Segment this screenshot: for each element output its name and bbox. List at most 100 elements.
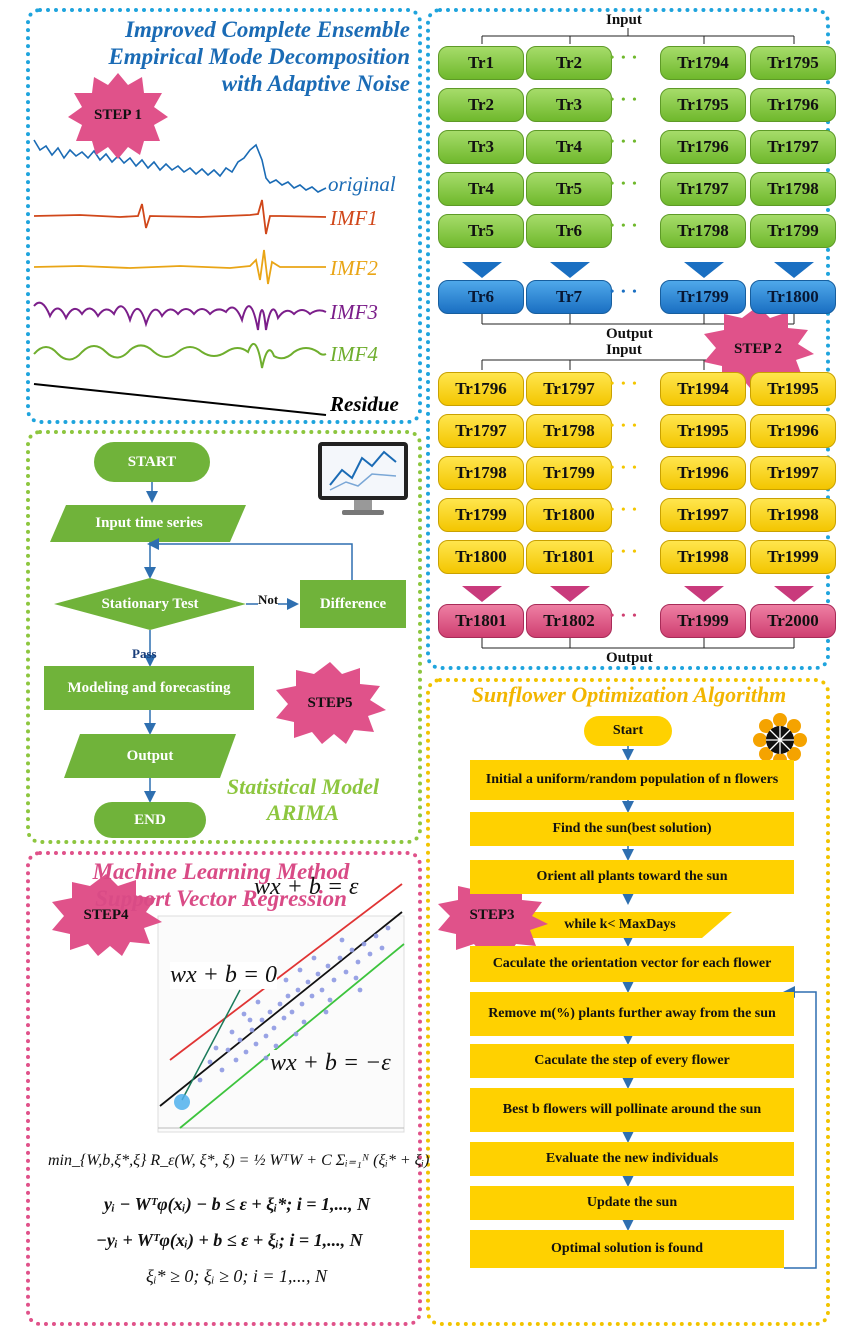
window-cell: Tr1998 — [750, 498, 836, 532]
sfo-step-remove: Remove m(%) plants further away from the… — [470, 992, 794, 1036]
ellipsis-dots: • • • — [610, 376, 639, 390]
window-cell: Tr1995 — [750, 372, 836, 406]
window-cell: Tr1800 — [438, 540, 524, 574]
window-cell: Tr3 — [526, 88, 612, 122]
window-cell: Tr1796 — [438, 372, 524, 406]
formula-constraint2: −yᵢ + Wᵀφ(xᵢ) + b ≤ ε + ξᵢ; i = 1,..., N — [96, 1230, 363, 1250]
window-cell: Tr3 — [438, 130, 524, 164]
sfo-step-find-sun: Find the sun(best solution) — [470, 812, 794, 846]
difference-label: Difference — [319, 595, 387, 612]
window-cell: Tr1799 — [526, 456, 612, 490]
window-cell: Tr1996 — [660, 456, 746, 490]
eq-lower: wx + b = −ε — [270, 1050, 391, 1077]
input-label-top: Input — [606, 12, 642, 28]
window-cell: Tr1799 — [438, 498, 524, 532]
window-cell: Tr1800 — [526, 498, 612, 532]
window-cell: Tr1798 — [526, 414, 612, 448]
output-label: Output — [126, 747, 174, 764]
svr-panel — [26, 851, 422, 1326]
step5-burst — [276, 662, 386, 744]
window-cell: Tr1794 — [660, 46, 746, 80]
formula-objective: min_{W,b,ξ*,ξ} R_ε(W, ξ*, ξ) = ½ WᵀW + C… — [48, 1152, 430, 1169]
residue-signal — [33, 383, 327, 416]
ellipsis-dots: • • • — [610, 544, 639, 558]
svr-title: Machine Learning Method Support Vector R… — [40, 858, 402, 912]
sfo-step-evaluate: Evaluate the new individuals — [470, 1142, 794, 1176]
window-cell: Tr2 — [526, 46, 612, 80]
svr-title-line2: Support Vector Regression — [95, 886, 347, 912]
ellipsis-dots: • • • — [610, 608, 639, 622]
window-cell: Tr1995 — [660, 414, 746, 448]
sunflower-panel — [426, 678, 830, 1326]
window-cell: Tr1798 — [660, 214, 746, 248]
imf4-signal — [33, 342, 327, 369]
iceemdan-title-line3: with Adaptive Noise — [221, 71, 410, 97]
ellipsis-dots: • • • — [610, 502, 639, 516]
window-cell: Tr1796 — [660, 130, 746, 164]
ellipsis-dots: • • • — [610, 92, 639, 106]
step4-label: STEP4 — [83, 906, 129, 923]
step3-label: STEP3 — [469, 906, 515, 923]
sfo-step-orientation-vector: Caculate the orientation vector for each… — [470, 946, 794, 982]
imf1-label: IMF1 — [330, 206, 378, 230]
window-cell: Tr6 — [526, 214, 612, 248]
window-cell: Tr1799 — [750, 214, 836, 248]
stationary-test-diamond — [54, 578, 246, 630]
window-cell: Tr1802 — [526, 604, 612, 638]
formula-constraint1: yᵢ − Wᵀφ(xᵢ) − b ≤ ε + ξᵢ*; i = 1,..., N — [104, 1194, 371, 1214]
monitor-chart-icon — [318, 442, 408, 515]
window-cell: Tr1796 — [750, 88, 836, 122]
lower-margin-line — [179, 943, 405, 1129]
formula-constraint3: ξᵢ* ≥ 0; ξᵢ ≥ 0; i = 1,..., N — [146, 1266, 328, 1286]
ellipsis-dots: • • • — [610, 50, 639, 64]
arima-title: Statistical Model ARIMA — [200, 774, 406, 826]
window-cell: Tr4 — [438, 172, 524, 206]
modeling-box — [44, 666, 254, 710]
ellipsis-dots: • • • — [610, 218, 639, 232]
step4-burst — [52, 874, 162, 956]
arima-title-line1: Statistical Model — [226, 774, 380, 799]
input-time-series-shape — [50, 505, 246, 542]
window-cell: Tr1997 — [750, 456, 836, 490]
pass-label: Pass — [132, 646, 157, 661]
ellipsis-dots: • • • — [610, 176, 639, 190]
upper-margin-line — [169, 883, 403, 1061]
end-terminal — [94, 802, 206, 838]
window-cell: Tr2 — [438, 88, 524, 122]
window-cell: Tr1795 — [750, 46, 836, 80]
ellipsis-dots: • • • — [610, 134, 639, 148]
imf2-signal — [33, 249, 326, 285]
imf2-label: IMF2 — [330, 256, 378, 280]
sunflower-title: Sunflower Optimization Algorithm — [471, 682, 787, 707]
end-label: END — [134, 811, 166, 828]
arima-panel — [26, 430, 422, 844]
step3-burst — [438, 878, 548, 956]
output-shape — [64, 734, 236, 778]
window-cell: Tr1994 — [660, 372, 746, 406]
not-label: Not — [258, 592, 279, 608]
window-cell: Tr1799 — [660, 280, 746, 314]
iceemdan-panel — [26, 8, 422, 424]
window-cell: Tr1998 — [660, 540, 746, 574]
sliding-window-panel — [426, 8, 830, 670]
window-cell: Tr1797 — [438, 414, 524, 448]
sfo-while-label: while k< MaxDays — [564, 916, 676, 932]
window-cell: Tr1798 — [750, 172, 836, 206]
imf4-label: IMF4 — [330, 342, 378, 366]
step1-label: STEP 1 — [94, 106, 142, 123]
window-cell: Tr1996 — [750, 414, 836, 448]
step2-label: STEP 2 — [734, 340, 782, 357]
window-cell: Tr1795 — [660, 88, 746, 122]
imf3-signal — [33, 301, 327, 331]
svr-title-line1: Machine Learning Method — [92, 859, 350, 884]
window-cell: Tr1800 — [750, 280, 836, 314]
difference-box — [300, 580, 406, 628]
window-cell: Tr6 — [438, 280, 524, 314]
sfo-step-calc-step: Caculate the step of every flower — [470, 1044, 794, 1078]
step5-label: STEP5 — [307, 694, 353, 711]
output-label-top: Output — [606, 326, 653, 342]
imf3-label: IMF3 — [330, 300, 378, 324]
window-cell: Tr1797 — [750, 130, 836, 164]
window-cell: Tr1798 — [438, 456, 524, 490]
window-cell: Tr5 — [526, 172, 612, 206]
